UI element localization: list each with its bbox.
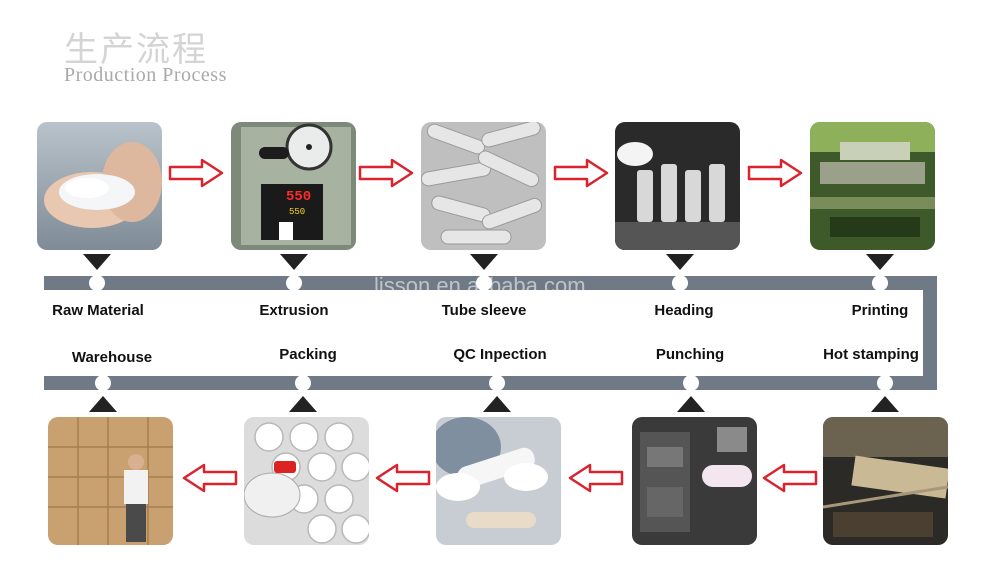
step-dot xyxy=(286,275,302,291)
step-dot xyxy=(295,375,311,391)
punching-photo xyxy=(632,417,757,545)
step-label-heading: Heading xyxy=(654,302,714,319)
step-marker-icon xyxy=(470,254,498,270)
process-track-connector xyxy=(923,276,937,390)
step-marker-icon xyxy=(83,254,111,270)
heading-photo xyxy=(615,122,740,250)
step-label-warehouse: Warehouse xyxy=(71,349,153,366)
packing-photo xyxy=(244,417,369,545)
step-marker-icon xyxy=(666,254,694,270)
step-label-extrusion: Extrusion xyxy=(259,302,329,319)
arrow-left-icon xyxy=(375,463,431,493)
svg-text:550: 550 xyxy=(286,189,311,205)
printing-machine-photo xyxy=(810,122,935,250)
plastic-granules-photo xyxy=(37,122,162,250)
warehouse-photo xyxy=(48,417,173,545)
step-label-hot-stamping: Hot stamping xyxy=(823,346,919,363)
page-title: Production Process xyxy=(64,64,227,86)
step-marker-icon xyxy=(483,396,511,412)
extrusion-machine-photo: 550 550 xyxy=(231,122,356,250)
step-dot xyxy=(89,275,105,291)
page-title-chinese: 生产流程 xyxy=(64,30,208,70)
step-marker-icon xyxy=(289,396,317,412)
svg-text:550: 550 xyxy=(289,207,305,217)
tube-sleeves-photo xyxy=(421,122,546,250)
step-label-raw-material: Raw Material xyxy=(52,302,144,319)
step-label-packing: Packing xyxy=(279,346,337,363)
step-marker-icon xyxy=(677,396,705,412)
arrow-right-icon xyxy=(553,158,609,188)
step-marker-icon xyxy=(871,396,899,412)
step-dot xyxy=(476,275,492,291)
arrow-left-icon xyxy=(762,463,818,493)
step-dot xyxy=(683,375,699,391)
step-label-punching: Punching xyxy=(655,346,725,363)
step-marker-icon xyxy=(89,396,117,412)
step-dot xyxy=(95,375,111,391)
step-dot xyxy=(872,275,888,291)
step-marker-icon xyxy=(280,254,308,270)
step-dot xyxy=(489,375,505,391)
step-label-qc-inspection: QC Inpection xyxy=(453,346,547,363)
step-dot xyxy=(877,375,893,391)
step-label-printing: Printing xyxy=(851,302,909,319)
qc-inspection-photo xyxy=(436,417,561,545)
arrow-right-icon xyxy=(358,158,414,188)
step-marker-icon xyxy=(866,254,894,270)
arrow-right-icon xyxy=(168,158,224,188)
step-dot xyxy=(672,275,688,291)
step-label-tube-sleeve: Tube sleeve xyxy=(441,302,527,319)
arrow-right-icon xyxy=(747,158,803,188)
arrow-left-icon xyxy=(182,463,238,493)
arrow-left-icon xyxy=(568,463,624,493)
hot-stamping-photo xyxy=(823,417,948,545)
